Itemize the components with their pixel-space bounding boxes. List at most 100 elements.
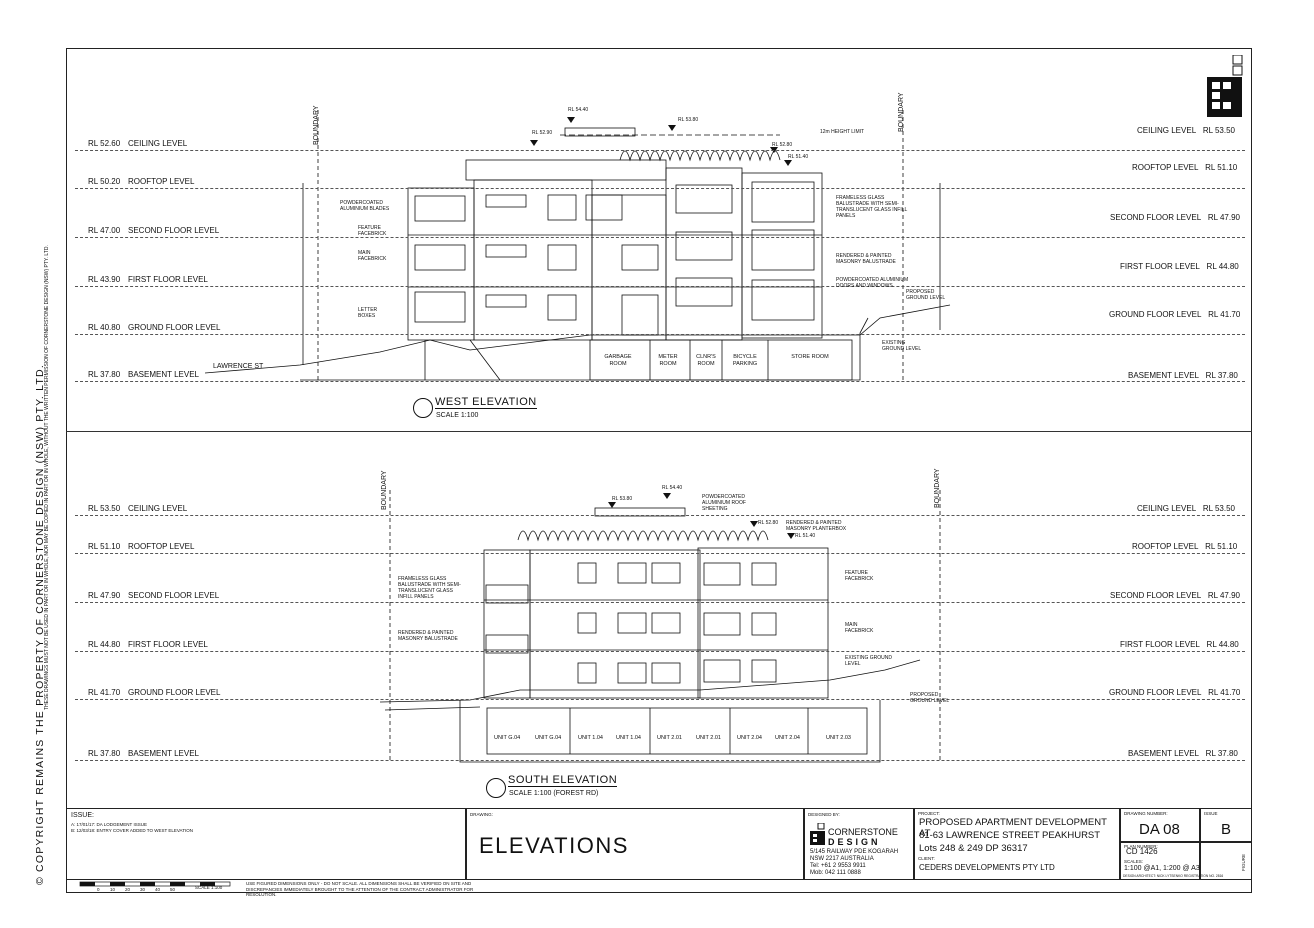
- scale-tick-10: 10: [110, 887, 116, 892]
- titleblock-drawing-box: DRAWING: ELEVATIONS: [466, 808, 804, 880]
- south-level-basement-right: BASEMENT LEVEL RL 37.80: [1128, 749, 1238, 758]
- south-note-right: RENDERED & PAINTED MASONRY PLANTERBOX: [786, 520, 847, 532]
- west-level-ceiling-right: CEILING LEVEL RL 53.50: [1137, 126, 1235, 135]
- west-room: METER ROOM: [658, 354, 678, 367]
- west-note-right: FRAMELESS GLASS BALUSTRADE WITH SEMI-TRA…: [836, 195, 908, 219]
- client-label: CLIENT:: [918, 856, 935, 861]
- south-elevation-marker-icon: [486, 778, 506, 798]
- south-level-line: [75, 602, 1245, 603]
- west-elevation-scale: SCALE 1:100: [436, 412, 479, 419]
- drawing-label: DRAWING:: [470, 812, 493, 817]
- south-note-left: RENDERED & PAINTED MASONRY BALUSTRADE: [398, 630, 458, 642]
- company-name-2: DESIGN: [828, 837, 881, 847]
- boundary-label-west-left: BOUNDARY: [313, 105, 320, 145]
- south-level-line: [75, 699, 1245, 700]
- figure-label: FIGURE: [1241, 853, 1246, 871]
- west-level-line: [75, 150, 1245, 151]
- south-unit-label: UNIT G.04: [494, 735, 521, 741]
- south-unit-label: UNIT 2.01: [696, 735, 721, 741]
- south-level-line: [75, 515, 1245, 516]
- west-rl-tag: RL 54.40: [568, 107, 589, 113]
- south-level-line: [75, 651, 1245, 652]
- plan-number: CD 1426: [1126, 847, 1158, 856]
- drawing-number: DA 08: [1139, 821, 1180, 838]
- west-level-first-right: FIRST FLOOR LEVEL RL 44.80: [1120, 262, 1239, 271]
- west-level-basement-right: BASEMENT LEVEL RL 37.80: [1128, 371, 1238, 380]
- south-unit-label: UNIT 1.04: [616, 735, 641, 741]
- west-rl-tag: RL 53.80: [678, 117, 699, 123]
- plan-number-label: PLAN NUMBER:: [1124, 844, 1158, 849]
- scale-tick-40: 40: [155, 887, 161, 892]
- west-note-right: EXISTING GROUND LEVEL: [882, 340, 922, 352]
- elevation-divider: [66, 431, 1252, 432]
- company-address-1: 5/145 RAILWAY PDE KOGARAH: [810, 849, 899, 855]
- client-name: CEDERS DEVELOPMENTS PTY LTD: [919, 863, 1055, 872]
- west-elevation-marker-icon: [413, 398, 433, 418]
- issue-letter: B: [1221, 821, 1232, 838]
- south-note-right: EXISTING GROUND LEVEL: [845, 655, 892, 667]
- west-note-left: LETTER BOXES: [358, 307, 378, 319]
- issue-label: ISSUE:: [71, 812, 94, 819]
- titleblock-project-box: PROJECT: PROPOSED APARTMENT DEVELOPMENT …: [914, 808, 1120, 880]
- south-unit-label: UNIT G.04: [535, 735, 562, 741]
- west-rl-tag: RL 52.80: [772, 142, 793, 148]
- west-room: STORE ROOM: [791, 354, 829, 360]
- west-elevation-title: WEST ELEVATION: [435, 396, 537, 409]
- south-note-right: PROPOSED GROUND LEVEL: [910, 692, 950, 704]
- south-elevation-scale: SCALE 1:100 (FOREST RD): [509, 790, 599, 797]
- project-label: PROJECT:: [918, 811, 940, 816]
- west-note-left: FEATURE FACEBRICK: [358, 225, 387, 237]
- west-level-line: [75, 188, 1245, 189]
- south-unit-label: UNIT 2.04: [737, 735, 762, 741]
- titleblock-issue-letter-box: ISSUE B: [1200, 808, 1252, 842]
- scale-tick-20: 20: [125, 887, 131, 892]
- west-level-line: [75, 237, 1245, 238]
- company-address-2: NSW 2217 AUSTRALIA: [810, 856, 874, 862]
- boundary-label-south-left: BOUNDARY: [381, 470, 388, 510]
- south-level-ceiling-right: CEILING LEVEL RL 53.50: [1137, 504, 1235, 513]
- company-name-1: CORNERSTONE: [828, 827, 898, 837]
- west-rl-tag: RL 51.40: [788, 154, 809, 160]
- scale-tick-0: 0: [97, 887, 100, 892]
- west-height-limit: 12m HEIGHT LIMIT: [820, 129, 865, 135]
- west-note-left: POWDERCOATED ALUMINIUM BLADES: [340, 200, 390, 212]
- drawing-sheet-border: [66, 48, 1252, 893]
- south-note-left: FRAMELESS GLASS BALUSTRADE WITH SEMI-TRA…: [398, 576, 461, 600]
- west-level-line: [75, 286, 1245, 287]
- west-level-ground-right: GROUND FLOOR LEVEL RL 41.70: [1109, 310, 1241, 319]
- company-logo-icon: [810, 823, 825, 845]
- issue-b: B: 12/03/18: ENTRY COVER ADDED TO WEST E…: [71, 828, 193, 833]
- south-note-right: FEATURE FACEBRICK: [845, 570, 874, 582]
- south-level-rooftop-right: ROOFTOP LEVEL RL 51.10: [1132, 542, 1238, 551]
- south-level-line: [75, 553, 1245, 554]
- west-note-right: POWDERCOATED ALUMINIUM DOORS AND WINDOWS: [836, 277, 909, 289]
- west-room: CLNR'S ROOM: [696, 354, 716, 367]
- south-unit-label: UNIT 2.04: [775, 735, 800, 741]
- south-note-right: MAIN FACEBRICK: [845, 622, 874, 634]
- scales-value: 1:100 @A1, 1:200 @ A3: [1124, 865, 1200, 872]
- titleblock-number-box: DRAWING NUMBER: DA 08: [1120, 808, 1200, 842]
- scale-tick-30: 30: [140, 887, 146, 892]
- south-unit-label: UNIT 2.03: [826, 735, 851, 741]
- boundary-label-west-right: BOUNDARY: [898, 92, 905, 132]
- designed-by-label: DESIGNED BY:: [808, 812, 840, 817]
- west-street-label: LAWRENCE ST: [213, 363, 264, 370]
- scale-bar-label: SCALE 1:100: [195, 885, 223, 890]
- west-note-right: PROPOSED GROUND LEVEL: [906, 289, 946, 301]
- west-room: BICYCLE PARKING: [732, 354, 758, 367]
- project-line-1: PROPOSED APARTMENT DEVELOPMENT AT: [919, 817, 1107, 839]
- project-line-2: 61-63 LAWRENCE STREET PEAKHURST: [919, 830, 1101, 841]
- scale-tick-50: 50: [170, 887, 176, 892]
- south-unit-label: UNIT 2.01: [657, 735, 682, 741]
- disclaimer: USE FIGURED DIMENSIONS ONLY - DO NOT SCA…: [246, 881, 474, 897]
